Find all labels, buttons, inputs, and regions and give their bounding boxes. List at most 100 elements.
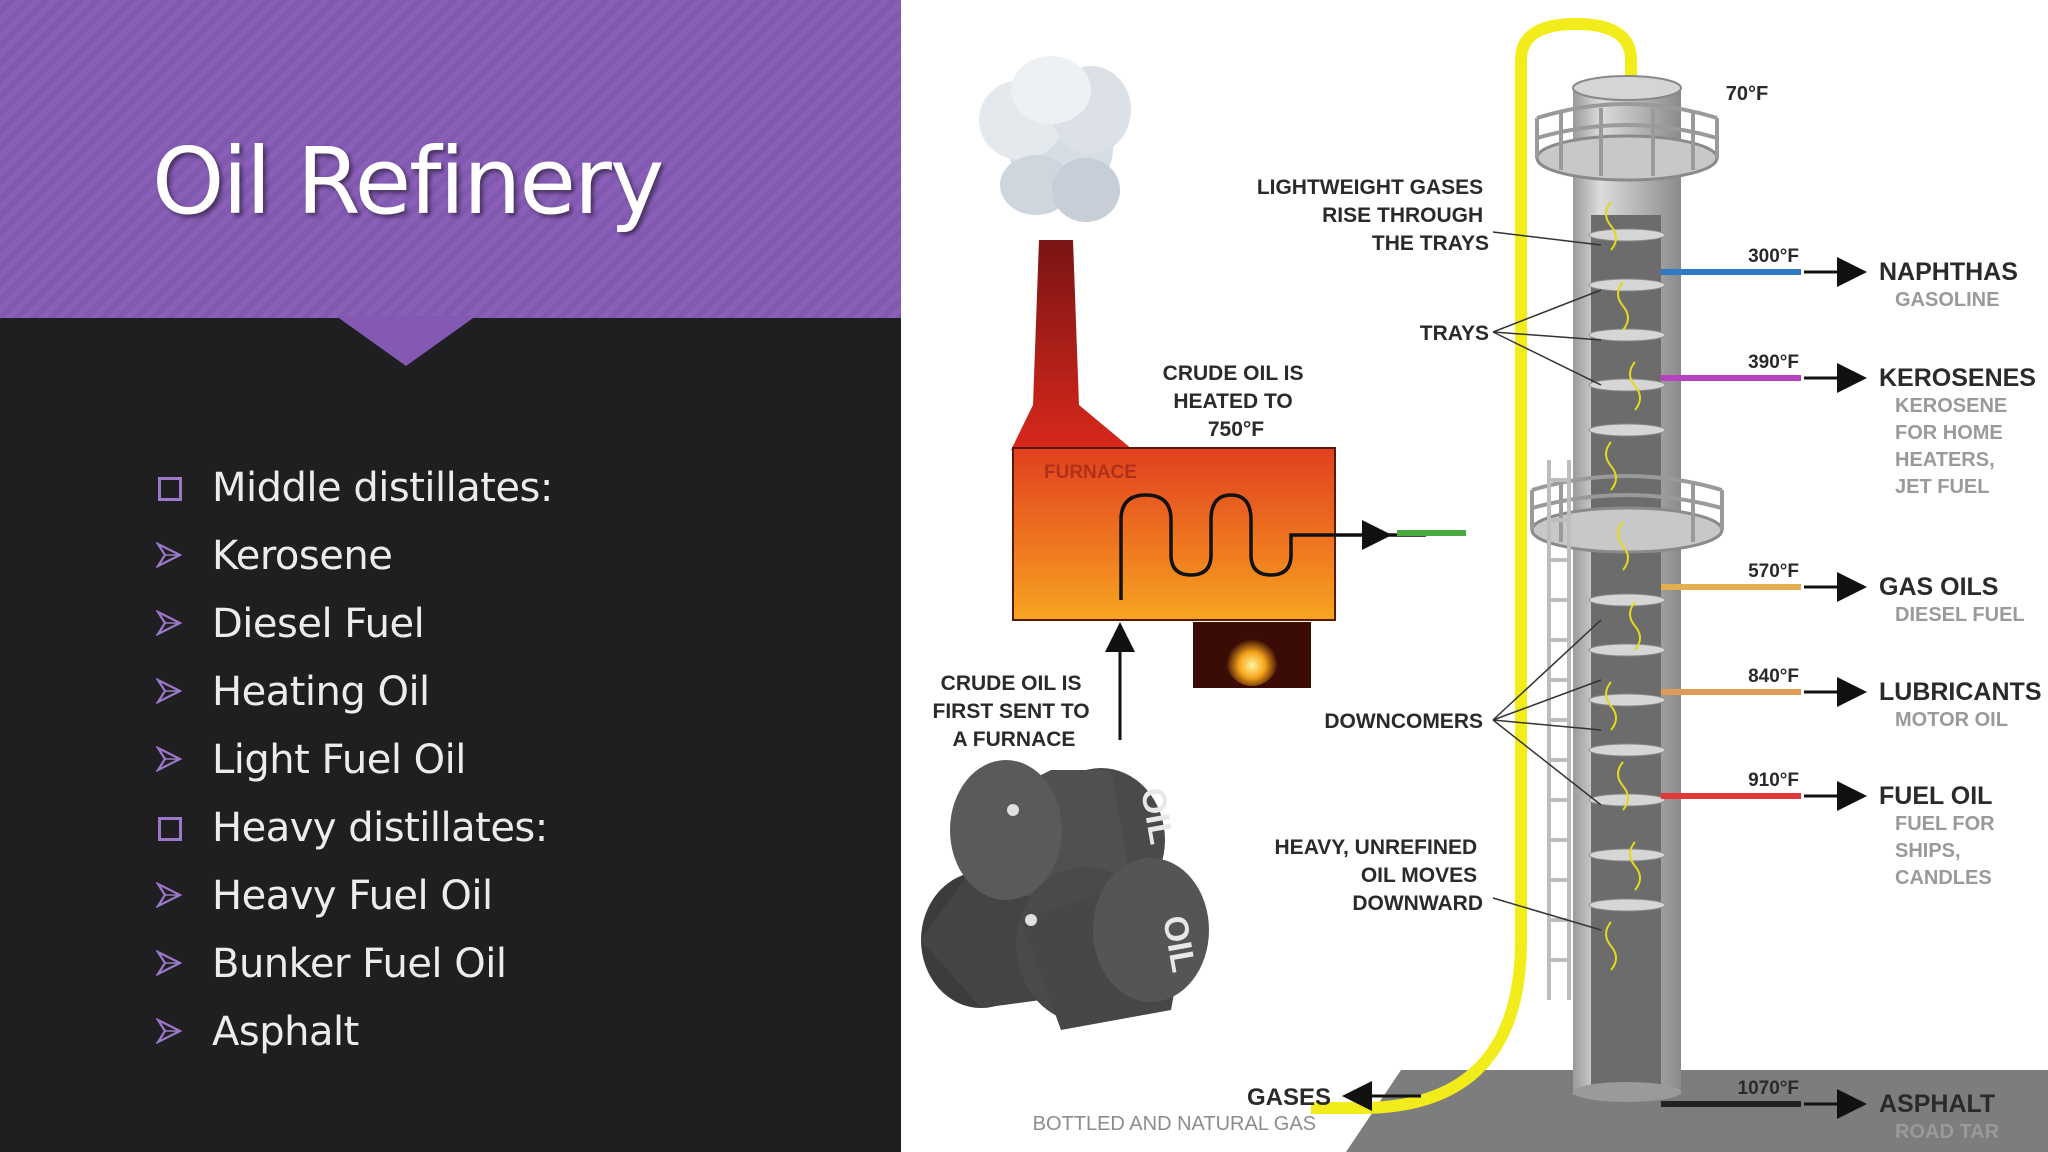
title-band	[0, 0, 901, 318]
gases-label: GASES	[1247, 1084, 1331, 1111]
callout-leader-lines	[1492, 231, 1602, 931]
heavy-line-2: OIL MOVES	[1361, 864, 1477, 887]
product-description: JET FUEL	[1895, 476, 1989, 498]
bullet-text: Light Fuel Oil	[212, 737, 466, 783]
arrow-bullet-icon	[152, 740, 212, 780]
furnace-chimney	[1011, 240, 1133, 450]
bullet-text: Bunker Fuel Oil	[212, 941, 507, 987]
bullet-item: Bunker Fuel Oil	[152, 930, 553, 998]
top-temperature: 70°F	[1726, 83, 1768, 105]
first-sent-callout: CRUDE OIL IS FIRST SENT TO A FURNACE	[933, 672, 1096, 751]
sent-line-3: A FURNACE	[953, 728, 1076, 751]
arrow-bullet-icon	[152, 536, 212, 576]
tower-tray	[1588, 743, 1666, 757]
tower-tray	[1588, 278, 1666, 292]
heavy-line-1: HEAVY, UNREFINED	[1275, 836, 1478, 859]
product-description: HEATERS,	[1895, 449, 1995, 471]
product-name: LUBRICANTS	[1879, 678, 2042, 706]
tower-tray	[1588, 423, 1666, 437]
tower-tray	[1588, 643, 1666, 657]
vapor-flow-lines	[1605, 201, 1641, 971]
tower-tray	[1588, 378, 1666, 392]
vapor-squiggle	[1617, 761, 1629, 811]
tower-tray	[1588, 898, 1666, 912]
product-description: SHIPS,	[1895, 840, 1961, 862]
bullet-text: Heavy Fuel Oil	[212, 873, 493, 919]
bullet-text: Kerosene	[212, 533, 393, 579]
arrow-bullet-icon	[152, 876, 212, 916]
vapor-squiggle	[1617, 281, 1629, 331]
product-description: DIESEL FUEL	[1895, 604, 2025, 626]
product-description: GASOLINE	[1895, 289, 1999, 311]
gases-sublabel: BOTTLED AND NATURAL GAS	[1033, 1113, 1316, 1135]
vapor-squiggle	[1605, 441, 1617, 491]
lightweight-line-2: RISE THROUGH	[1322, 204, 1483, 227]
smoke-cloud-icon	[979, 56, 1131, 222]
title-band-notch	[336, 316, 476, 366]
arrow-bullet-icon	[152, 604, 212, 644]
downcomers-callout: DOWNCOMERS	[1324, 710, 1483, 733]
heavy-line-3: DOWNWARD	[1352, 892, 1483, 915]
heated-line-3: 750°F	[1208, 418, 1264, 441]
bullet-item: Kerosene	[152, 522, 553, 590]
lightweight-line-1: LIGHTWEIGHT GASES	[1257, 176, 1483, 199]
bullet-item: Middle distillates:	[152, 454, 553, 522]
product-temperature: 390°F	[1748, 352, 1799, 373]
bullet-item: Heavy Fuel Oil	[152, 862, 553, 930]
product-temperature: 300°F	[1748, 246, 1799, 267]
tower-tray	[1588, 693, 1666, 707]
furnace-box	[1012, 447, 1336, 621]
square-bullet-icon	[152, 808, 212, 848]
square-bullet-icon	[152, 468, 212, 508]
product-description: MOTOR OIL	[1895, 709, 2008, 731]
vapor-squiggle	[1617, 521, 1629, 571]
slide-title: Oil Refinery	[152, 128, 664, 235]
lightweight-gases-callout: LIGHTWEIGHT GASES RISE THROUGH THE TRAYS	[1257, 176, 1489, 255]
gas-pipe	[1311, 17, 1637, 1114]
heated-line-2: HEATED TO	[1173, 390, 1292, 413]
bullet-text: Asphalt	[212, 1009, 359, 1055]
tower-base	[1573, 1082, 1681, 1102]
bullet-item: Light Fuel Oil	[152, 726, 553, 794]
bullet-item: Heating Oil	[152, 658, 553, 726]
heated-callout: CRUDE OIL IS HEATED TO 750°F	[1163, 362, 1310, 441]
tower-tray	[1588, 228, 1666, 242]
fire-icon	[1226, 634, 1278, 686]
bullet-text: Heating Oil	[212, 669, 430, 715]
arrow-bullet-icon	[152, 1012, 212, 1052]
ground	[1346, 1070, 2048, 1152]
trays-callout: TRAYS	[1420, 322, 1489, 345]
vapor-squiggle	[1629, 601, 1641, 651]
product-name: KEROSENES	[1879, 364, 2036, 392]
tower-tray	[1588, 328, 1666, 342]
tower-top	[1572, 75, 1682, 101]
arrow-bullet-icon	[152, 944, 212, 984]
refinery-diagram: FURNACE OIL OIL	[921, 17, 2048, 1152]
upper-platform	[1535, 134, 1719, 182]
tower-tray	[1588, 593, 1666, 607]
bullet-text: Heavy distillates:	[212, 805, 548, 851]
sent-line-1: CRUDE OIL IS	[941, 672, 1082, 695]
product-name: ASPHALT	[1879, 1090, 1995, 1118]
vapor-squiggle	[1629, 361, 1641, 411]
product-description: FUEL FOR	[1895, 813, 1995, 835]
vapor-squiggle	[1605, 681, 1617, 731]
oil-barrels-icon: OIL OIL	[921, 760, 1209, 1030]
heated-line-1: CRUDE OIL IS	[1163, 362, 1304, 385]
product-temperature: 840°F	[1748, 666, 1799, 687]
sent-line-2: FIRST SENT TO	[933, 700, 1090, 723]
tower-tray	[1588, 848, 1666, 862]
vapor-squiggle	[1605, 921, 1617, 971]
product-description: ROAD TAR	[1895, 1121, 2000, 1143]
mid-platform-railing	[1530, 474, 1724, 542]
furnace-label: FURNACE	[1044, 462, 1137, 483]
product-name: FUEL OIL	[1879, 782, 1992, 810]
product-name: GAS OILS	[1879, 573, 1998, 601]
arrow-bullet-icon	[152, 672, 212, 712]
lightweight-line-3: THE TRAYS	[1372, 232, 1489, 255]
slide-left-panel: Oil Refinery Middle distillates: Kerosene…	[0, 0, 901, 1152]
product-name: NAPHTHAS	[1879, 258, 2018, 286]
product-temperature: 570°F	[1748, 561, 1799, 582]
bullet-text: Diesel Fuel	[212, 601, 425, 647]
